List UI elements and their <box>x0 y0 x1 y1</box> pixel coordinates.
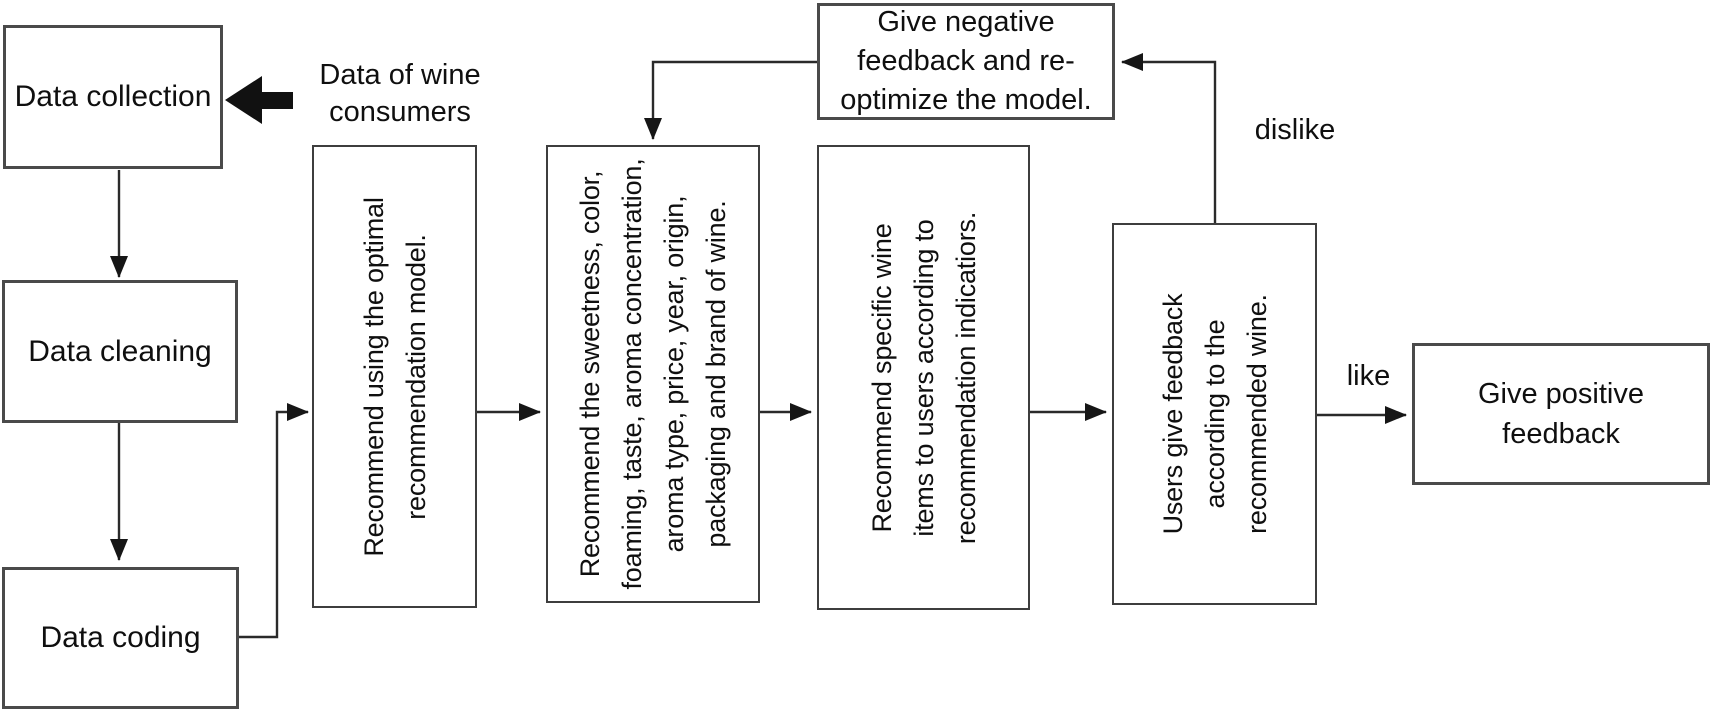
wine-attributes-box: Recommend the sweetness, color, foaming,… <box>546 145 760 603</box>
optimal-model-box: Recommend using the optimal recommendati… <box>312 145 477 608</box>
negative-feedback-box: Give negative feedback and re- optimize … <box>817 3 1115 120</box>
data-cleaning-label: Data cleaning <box>28 334 212 368</box>
data-collection-label: Data collection <box>14 80 212 113</box>
data-cleaning-box: Data cleaning <box>2 280 238 423</box>
positive-feedback-label: Give positive feedback <box>1477 378 1644 450</box>
data-coding-label: Data coding <box>40 621 201 654</box>
recommend-items-label: Recommend specific wine items to users a… <box>866 211 981 544</box>
user-feedback-box: Users give feedback according to the rec… <box>1112 223 1317 605</box>
dislike-label: dislike <box>1254 114 1336 146</box>
wine-attributes-label: Recommend the sweetness, color, foaming,… <box>575 158 731 590</box>
like-label: like <box>1346 360 1391 392</box>
arrow-dislike-to-negative <box>1121 53 1217 223</box>
wine-consumers-data-label: Data of wine consumers <box>319 59 481 128</box>
optimal-model-label: Recommend using the optimal recommendati… <box>358 196 431 557</box>
data-collection-box: Data collection <box>3 25 223 169</box>
positive-feedback-box: Give positive feedback <box>1412 343 1710 485</box>
negative-feedback-label: Give negative feedback and re- optimize … <box>840 6 1092 116</box>
recommend-items-box: Recommend specific wine items to users a… <box>817 145 1030 610</box>
arrow-negative-to-attributes <box>644 60 817 140</box>
arrow-coding-to-model <box>239 403 309 639</box>
thick-input-arrow <box>225 76 293 124</box>
user-feedback-label: Users give feedback according to the rec… <box>1157 293 1272 535</box>
data-coding-box: Data coding <box>2 567 239 709</box>
